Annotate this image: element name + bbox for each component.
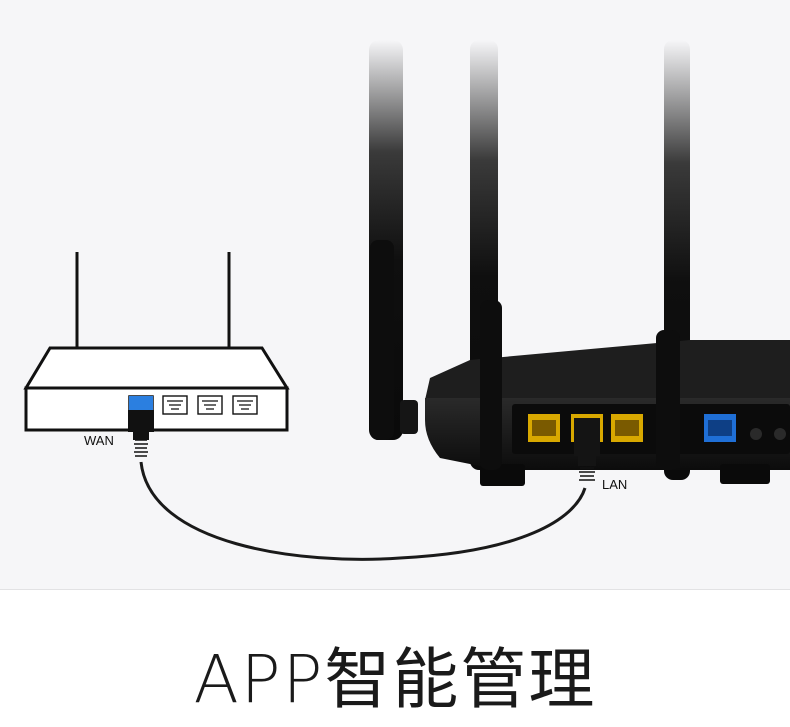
lan-port-icon	[611, 414, 643, 442]
wan-port-icon	[704, 414, 736, 442]
router-connection-diagram	[23, 40, 790, 561]
section-divider	[0, 589, 790, 590]
black-router-photo	[369, 40, 790, 486]
simple-router-icon	[23, 252, 290, 432]
lan-plug-icon	[574, 418, 600, 481]
setup-illustration: WAN LAN	[23, 40, 790, 561]
headline: APP智能管理	[193, 641, 597, 718]
lan-label: LAN	[602, 477, 628, 492]
ethernet-cable	[139, 461, 587, 561]
lan-port-icon	[528, 414, 560, 442]
wan-plug-icon	[128, 396, 154, 457]
wan-label: WAN	[84, 433, 114, 448]
